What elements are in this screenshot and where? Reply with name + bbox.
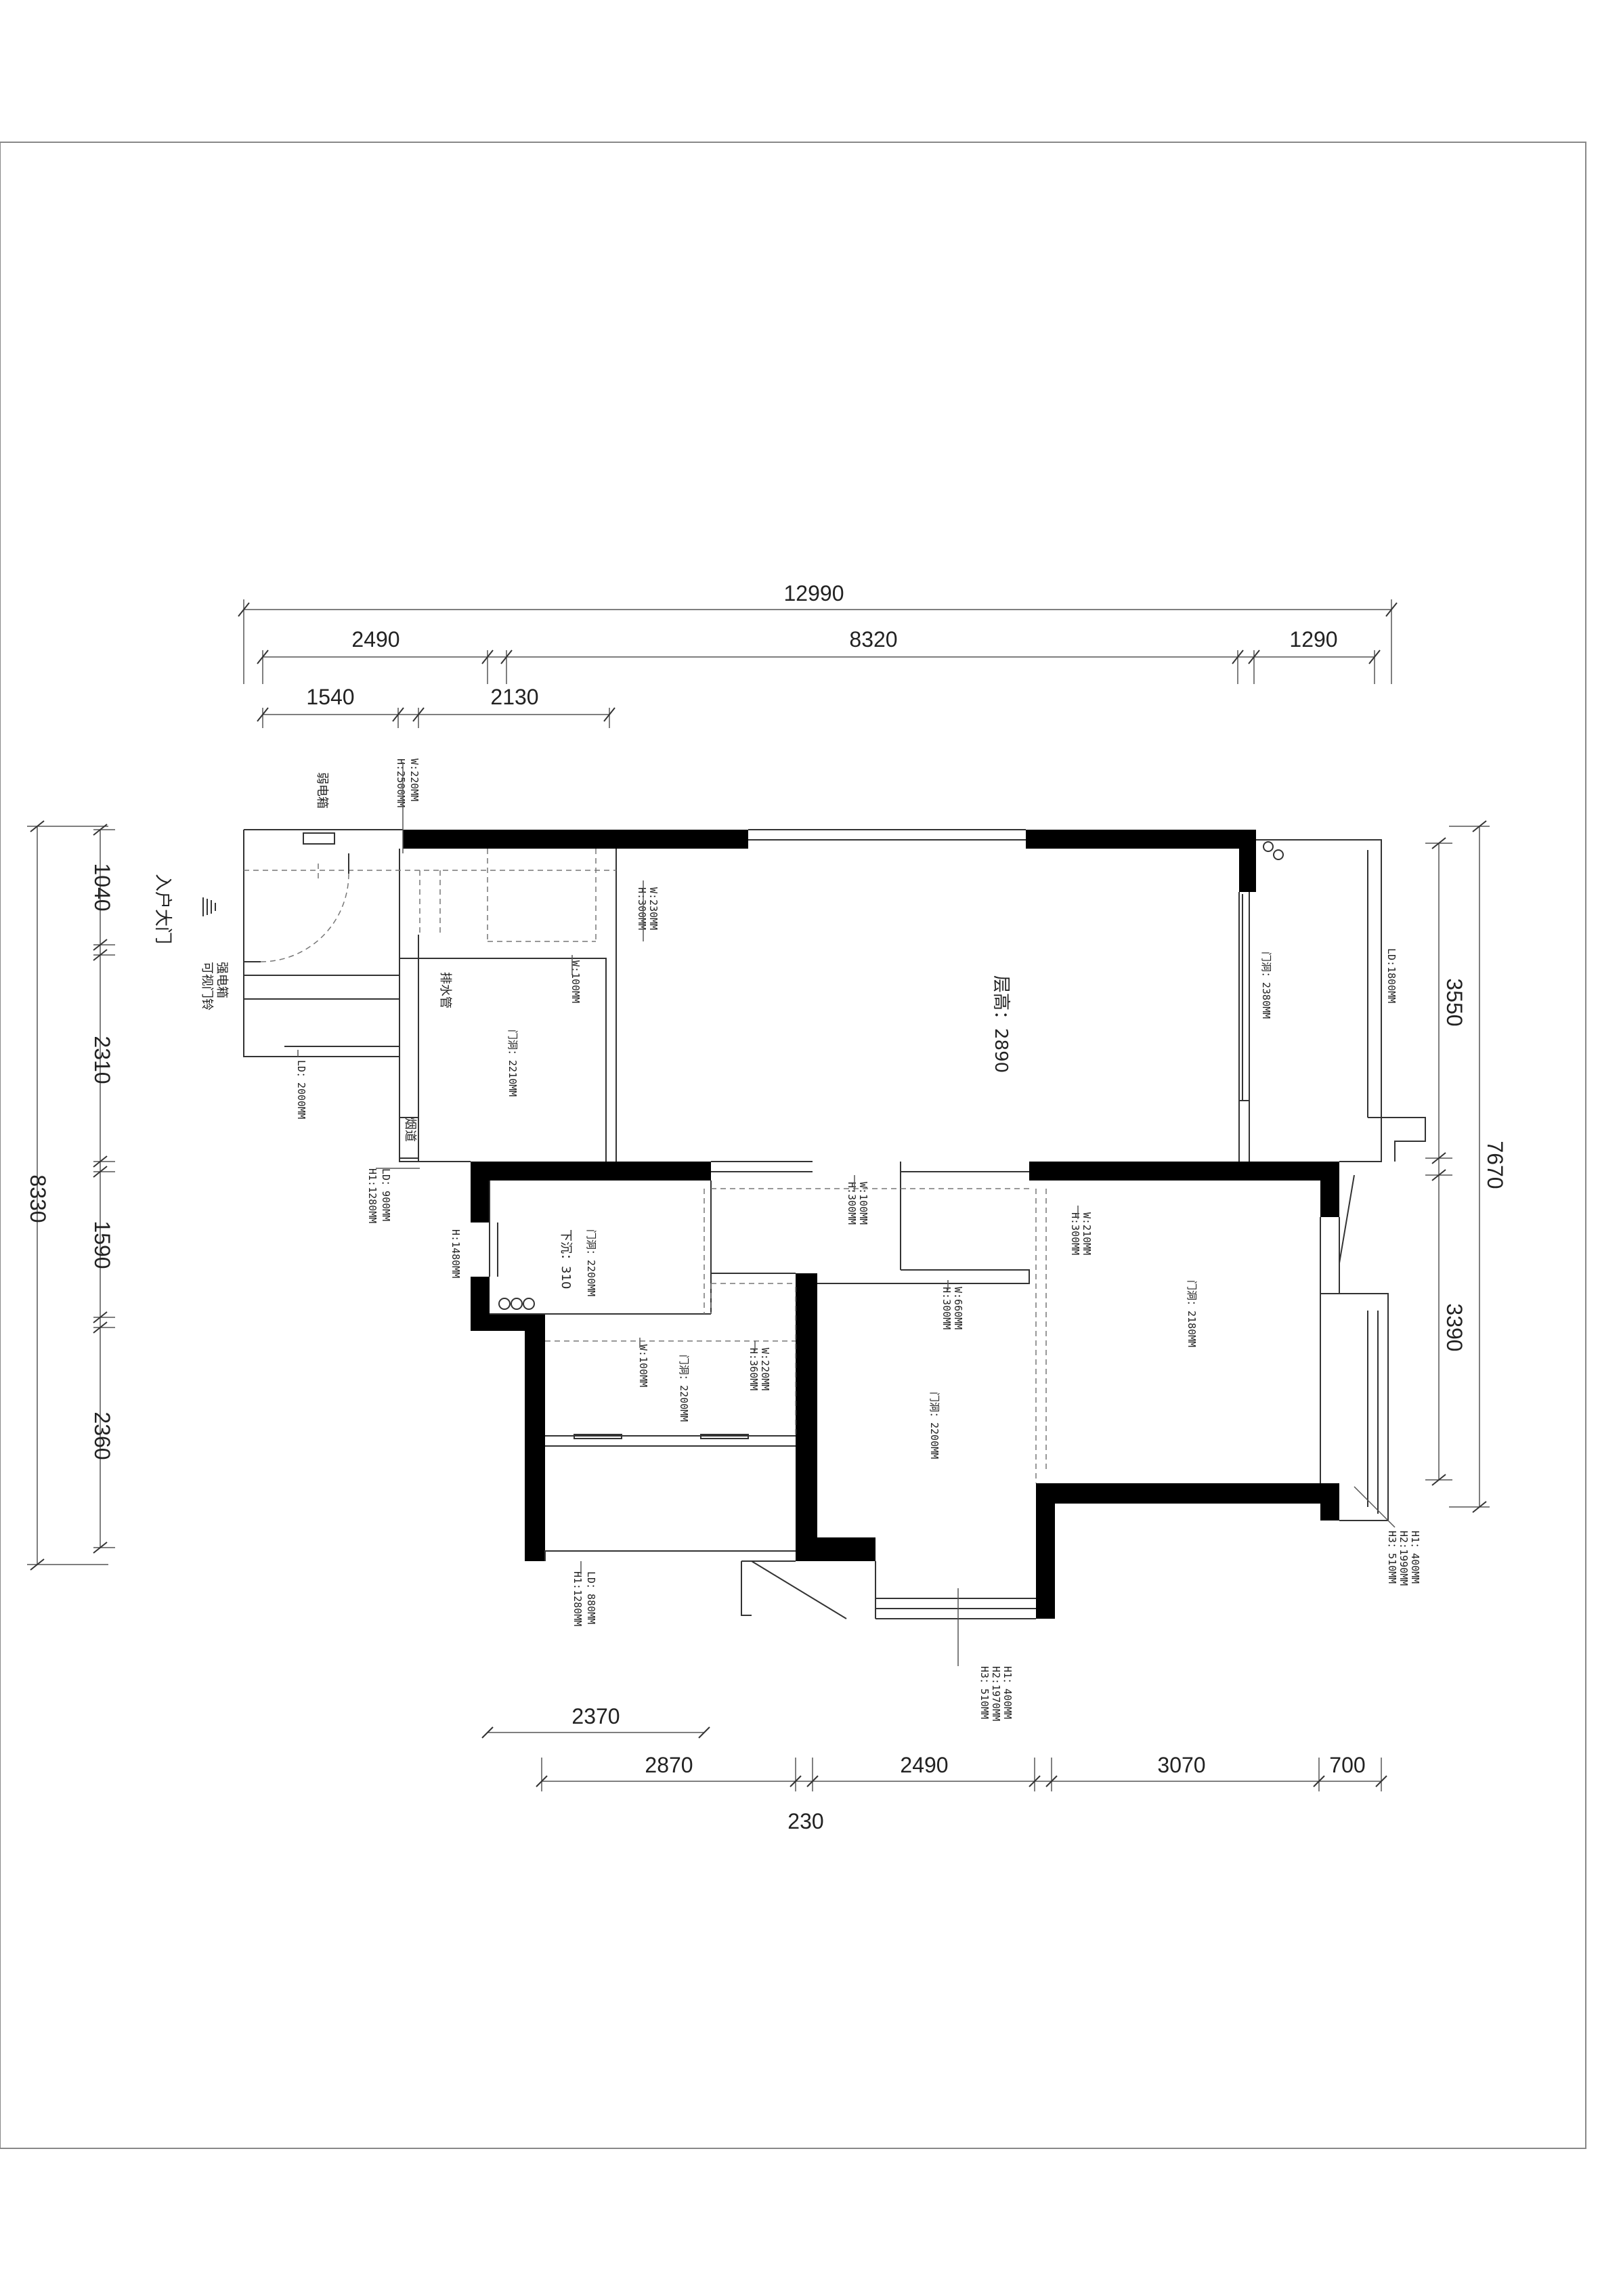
note-h300-a: H:300MM xyxy=(636,887,648,930)
note-w100-a: W:100MM xyxy=(569,960,582,1003)
beam-down-label: 下沉：310 xyxy=(559,1229,573,1289)
labels: 入户大门 可视门铃 强电箱 弱电箱 层高：2890 排水管 烟道 下沉：310 xyxy=(152,772,1011,1289)
dashed-beams xyxy=(244,849,1047,1483)
power-box-label: 强电箱 xyxy=(215,962,229,998)
floor-height-label: 层高：2890 xyxy=(991,975,1011,1073)
note-w210: W:210MM xyxy=(1081,1212,1093,1255)
elevator-label: 弱电箱 xyxy=(315,772,329,809)
notes: W:220MM H:2500MM W:230MM H:300MM W:100MM… xyxy=(295,759,1421,1721)
note-door-2200-b: 门洞：2200MM xyxy=(678,1355,690,1422)
entrance-door xyxy=(244,853,1355,1264)
vent-circle-1 xyxy=(1263,841,1274,852)
dim-top-1290: 1290 xyxy=(1289,627,1337,652)
dim-top-2490: 2490 xyxy=(351,627,399,652)
note-w100-c: W:100MM xyxy=(637,1344,649,1387)
dim-top-8320: 8320 xyxy=(849,627,897,652)
dim-right-overall: 7670 xyxy=(1483,1141,1507,1189)
dim-bottom-2490: 2490 xyxy=(900,1753,948,1777)
drawing-frame xyxy=(0,142,1586,2149)
drain-pipe-label: 排水管 xyxy=(438,972,452,1008)
vent-circle-2 xyxy=(1273,849,1284,860)
drain-circle-1 xyxy=(498,1298,511,1310)
note-h2-1990: H2:1990MM xyxy=(1398,1531,1410,1586)
top-dimensions: 12990 2490 8320 1290 1540 2130 xyxy=(238,581,1398,728)
dim-left-1590: 1590 xyxy=(90,1220,114,1269)
note-door-2200-c: 门洞：2200MM xyxy=(928,1392,940,1459)
note-w230: W:230MM xyxy=(647,887,660,930)
dim-top-1540: 1540 xyxy=(306,685,354,709)
note-h300-d: H:300MM xyxy=(940,1287,953,1330)
entrance-symbol xyxy=(202,897,216,916)
dim-bottom-3070: 3070 xyxy=(1157,1753,1205,1777)
dim-top-2130: 2130 xyxy=(490,685,538,709)
note-door-2210: 门洞：2210MM xyxy=(506,1029,519,1097)
fixtures xyxy=(303,832,1284,1439)
note-h1-1280-b: H1:1280MM xyxy=(571,1571,584,1626)
note-h360: H:360MM xyxy=(748,1348,760,1390)
note-w220-entry: W:220MM xyxy=(408,759,420,801)
note-ld880: LD：880MM xyxy=(585,1571,597,1624)
dim-right-3550: 3550 xyxy=(1442,978,1467,1026)
flue-label: 烟道 xyxy=(403,1118,417,1142)
dim-left-1040: 1040 xyxy=(90,863,114,911)
note-h1-1280-a: H1:1280MM xyxy=(366,1168,379,1223)
note-w100-b: W:100MM xyxy=(857,1182,869,1225)
note-door-2380: 门洞：2380MM xyxy=(1260,952,1272,1019)
bottom-dimensions: 2370 2870 2490 3070 700 230 xyxy=(481,1704,1387,1833)
dim-left-2360: 2360 xyxy=(90,1411,114,1460)
note-ld900: LD：900MM xyxy=(380,1168,392,1221)
note-h1480: H:1480MM xyxy=(450,1229,462,1278)
flue-box xyxy=(399,1117,419,1159)
right-dimensions: 3550 3390 7670 xyxy=(1425,820,1507,1513)
window-slide-2 xyxy=(700,1434,749,1439)
note-h2-1970: H2:1970MM xyxy=(990,1666,1002,1721)
note-ld2000: LD：2000MM xyxy=(295,1060,307,1119)
left-dimensions: 8330 1040 2310 1590 2360 xyxy=(26,820,115,1571)
dim-left-2310: 2310 xyxy=(90,1036,114,1084)
leaders xyxy=(297,762,1396,1666)
note-h3-510-b: H3：510MM xyxy=(1386,1531,1398,1583)
note-h300-b: H:300MM xyxy=(846,1182,858,1225)
drain-circle-3 xyxy=(523,1298,535,1310)
elevator-box xyxy=(303,832,335,845)
note-w660: W:660MM xyxy=(952,1287,964,1330)
drain-circle-2 xyxy=(511,1298,523,1310)
dim-bottom-700: 700 xyxy=(1329,1753,1365,1777)
note-h3-510-a: H3：510MM xyxy=(978,1666,991,1719)
movable-label: 可视门铃 xyxy=(200,962,214,1011)
note-h1-400-b: H1：400MM xyxy=(1409,1531,1421,1583)
note-w220-b: W:220MM xyxy=(759,1348,771,1390)
note-h300-c: H:300MM xyxy=(1069,1212,1081,1255)
window-slide-1 xyxy=(574,1434,622,1439)
dim-left-overall: 8330 xyxy=(26,1174,50,1223)
dim-right-3390: 3390 xyxy=(1442,1303,1467,1351)
note-door-2200-a: 门洞：2200MM xyxy=(585,1229,597,1296)
note-door-2180: 门洞：2180MM xyxy=(1186,1280,1198,1347)
note-h2500-entry: H:2500MM xyxy=(395,759,407,807)
walls xyxy=(403,830,1339,1619)
dim-bottom-230: 230 xyxy=(787,1809,823,1833)
entrance-label: 入户大门 xyxy=(152,874,173,944)
dim-top-overall: 12990 xyxy=(784,581,844,605)
note-ld1800: LD:1800MM xyxy=(1385,948,1398,1003)
note-h1-400-a: H1：400MM xyxy=(1001,1666,1014,1719)
dim-bottom-2370: 2370 xyxy=(571,1704,620,1728)
dim-bottom-2870: 2870 xyxy=(645,1753,693,1777)
